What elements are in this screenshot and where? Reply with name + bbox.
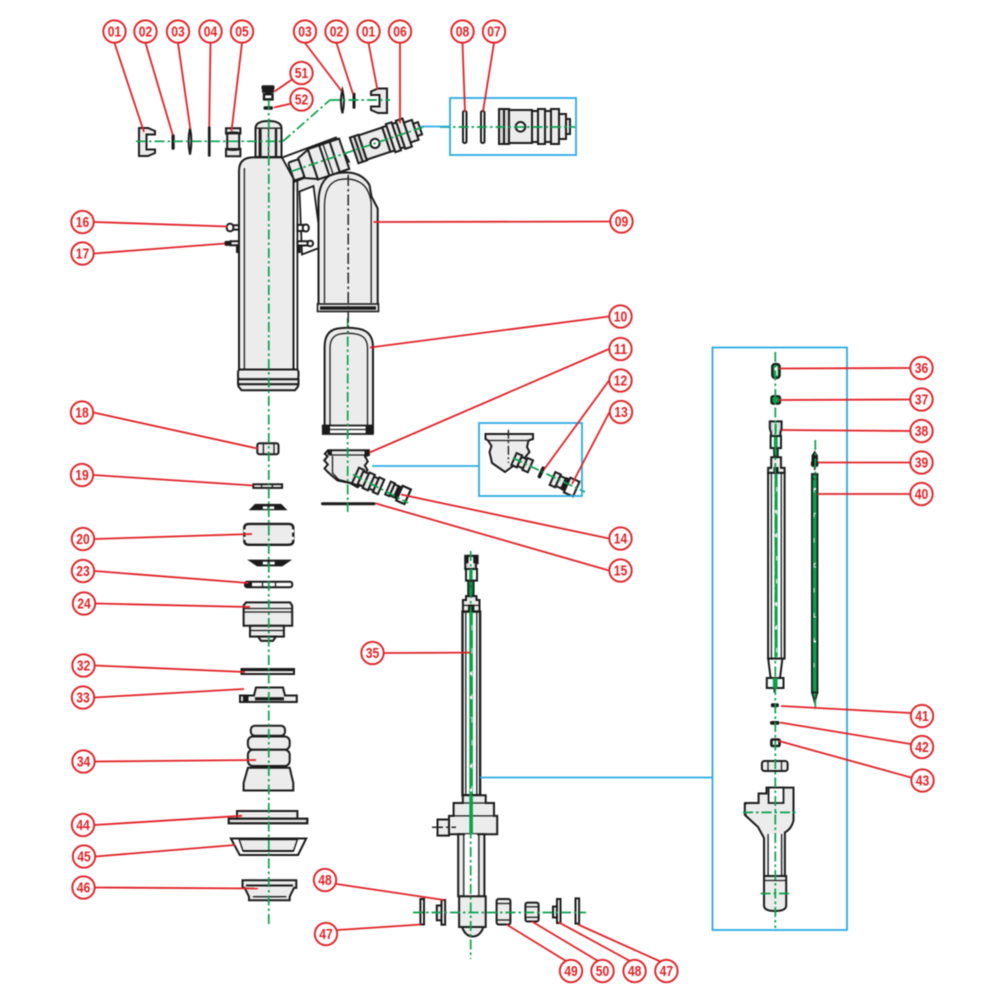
svg-text:10: 10: [614, 309, 628, 326]
svg-text:34: 34: [77, 754, 91, 771]
svg-text:39: 39: [915, 455, 929, 472]
svg-text:50: 50: [596, 963, 610, 980]
svg-text:43: 43: [916, 773, 930, 790]
svg-text:48: 48: [318, 872, 332, 889]
svg-text:18: 18: [75, 405, 89, 422]
svg-text:42: 42: [915, 739, 929, 756]
svg-text:01: 01: [108, 24, 122, 41]
svg-text:14: 14: [614, 531, 628, 548]
svg-text:09: 09: [615, 214, 629, 231]
svg-text:24: 24: [77, 596, 91, 613]
svg-text:01: 01: [362, 24, 376, 41]
svg-text:16: 16: [76, 214, 90, 231]
svg-text:15: 15: [614, 563, 628, 580]
svg-text:38: 38: [915, 423, 929, 440]
svg-text:17: 17: [76, 246, 90, 263]
svg-text:33: 33: [76, 690, 90, 707]
svg-text:11: 11: [614, 341, 628, 358]
svg-text:02: 02: [330, 24, 344, 41]
svg-text:08: 08: [456, 24, 470, 41]
svg-text:06: 06: [393, 24, 407, 41]
svg-text:05: 05: [235, 24, 249, 41]
svg-text:23: 23: [76, 563, 90, 580]
svg-text:13: 13: [614, 404, 628, 421]
svg-text:03: 03: [171, 24, 185, 41]
svg-text:40: 40: [915, 486, 929, 503]
svg-text:12: 12: [614, 373, 628, 390]
svg-text:36: 36: [915, 360, 929, 377]
svg-text:37: 37: [915, 392, 929, 409]
svg-text:02: 02: [139, 24, 153, 41]
svg-text:20: 20: [76, 531, 90, 548]
svg-text:32: 32: [77, 658, 91, 675]
svg-text:51: 51: [295, 65, 309, 82]
svg-text:47: 47: [660, 963, 674, 980]
svg-text:44: 44: [76, 817, 90, 834]
svg-text:49: 49: [564, 963, 578, 980]
svg-text:45: 45: [77, 849, 91, 866]
svg-text:47: 47: [319, 926, 333, 943]
svg-text:07: 07: [487, 24, 501, 41]
svg-text:52: 52: [295, 92, 309, 109]
svg-text:04: 04: [204, 24, 218, 41]
svg-text:03: 03: [298, 24, 312, 41]
svg-text:46: 46: [77, 880, 91, 897]
svg-text:41: 41: [915, 708, 929, 725]
svg-text:19: 19: [75, 467, 89, 484]
svg-text:35: 35: [366, 645, 380, 662]
svg-text:48: 48: [628, 963, 642, 980]
